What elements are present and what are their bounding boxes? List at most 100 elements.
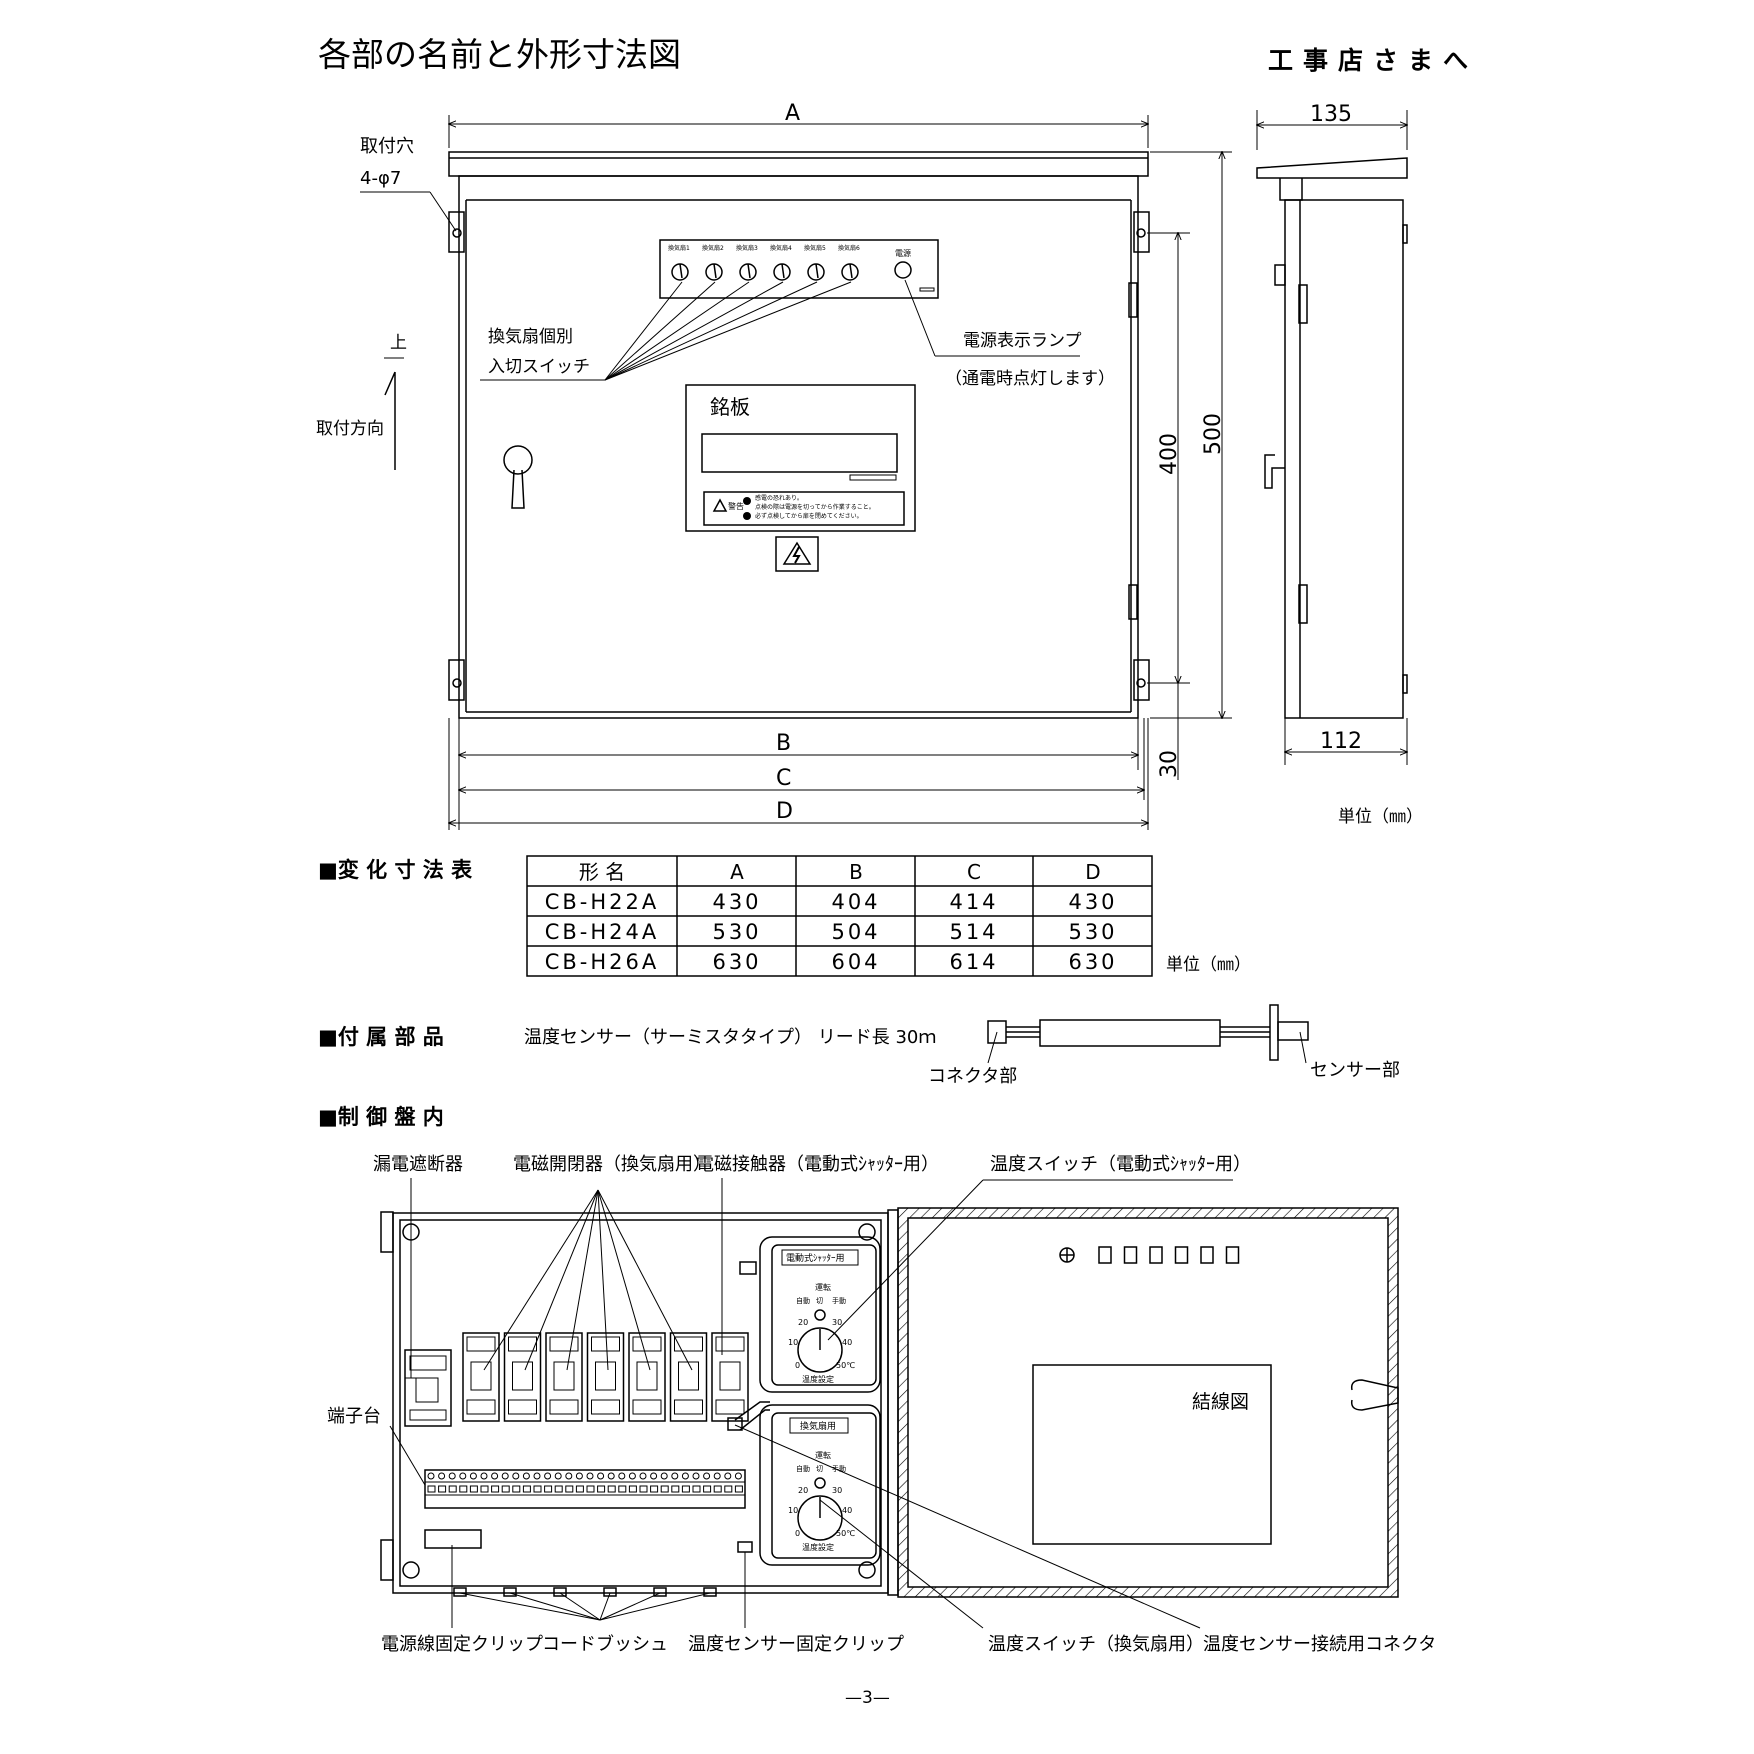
warning-word: 警告 — [728, 501, 744, 511]
fan-contactor — [628, 1332, 666, 1422]
wiring-diagram-label: 結線図 — [1192, 1391, 1249, 1413]
terminal-screw — [597, 1472, 605, 1480]
mount-direction-up: 上 — [390, 333, 407, 353]
table-unit: 単位（㎜） — [1166, 955, 1251, 975]
wiring-diagram-sheet — [1032, 1364, 1272, 1545]
terminal-screw — [565, 1472, 573, 1480]
cord-bush — [553, 1587, 567, 1597]
side-view: 135 112 単位（㎜） — [1257, 102, 1423, 827]
dial-fan-tick-40: 40 — [842, 1506, 852, 1515]
fan-switch-label: 換気扇1 — [668, 244, 690, 252]
temp-dial-fan — [797, 1495, 843, 1541]
terminal-screw — [650, 1472, 658, 1480]
label-temp-switch-shutter: 温度スイッチ（電動式ｼｬｯﾀｰ用） — [990, 1154, 1251, 1175]
fan-toggle-lever — [849, 263, 853, 279]
table-cell: CB-H22A — [545, 890, 660, 914]
label-temp-switch-fan: 温度スイッチ（換気扇用） — [988, 1634, 1204, 1655]
terminal-slot — [427, 1485, 436, 1493]
terminal-slot — [660, 1485, 669, 1493]
terminal-slot — [480, 1485, 489, 1493]
power-lamp-note: （通電時点灯します） — [945, 369, 1115, 389]
switch-panel — [659, 239, 939, 299]
terminal-slot — [448, 1485, 457, 1493]
dial-shutter-tick-30: 30 — [832, 1318, 842, 1327]
warning-label — [703, 491, 905, 526]
terminal-screw — [480, 1472, 488, 1480]
cord-bush — [603, 1587, 617, 1597]
dial-shutter-tick-10: 10 — [788, 1338, 798, 1347]
terminal-screw — [575, 1472, 583, 1480]
sensor-label: センサー部 — [1310, 1060, 1400, 1081]
dim-a-label: A — [785, 101, 800, 126]
door-switch-mark — [1225, 1246, 1240, 1264]
temperature-sensor-drawing — [987, 1004, 1309, 1064]
dial-shutter-title: 電動式ｼｬｯﾀｰ用 — [786, 1252, 845, 1264]
cord-bush — [703, 1587, 717, 1597]
sensor-clip — [737, 1541, 753, 1553]
mount-bracket-bl — [448, 659, 465, 701]
terminal-slot — [703, 1485, 712, 1493]
dial-fan-mode-manual: 手動 — [832, 1464, 846, 1473]
terminal-slot — [639, 1485, 648, 1493]
door-switch-mark — [1174, 1246, 1189, 1264]
terminal-screw — [554, 1472, 562, 1480]
terminal-slot — [512, 1485, 521, 1493]
terminal-slot — [575, 1485, 584, 1493]
terminal-slot — [522, 1485, 531, 1493]
door-switch-mark — [1200, 1246, 1214, 1264]
terminal-screw — [628, 1472, 636, 1480]
door-switch-mark — [1149, 1246, 1163, 1264]
dim-30-label: 30 — [1157, 750, 1182, 778]
table-header-cell: 形 名 — [579, 860, 625, 884]
audience-label: 工事店さまへ — [1268, 46, 1478, 75]
dial-shutter-tick-0: 0 — [795, 1361, 800, 1370]
terminal-screw — [438, 1472, 446, 1480]
dial-fan-tick-50: 50℃ — [836, 1529, 855, 1538]
terminal-screw — [491, 1472, 499, 1480]
terminal-screw — [586, 1472, 594, 1480]
terminal-slot — [469, 1485, 478, 1493]
fan-contactor — [669, 1332, 708, 1422]
nameplate — [685, 384, 916, 532]
table-cell: 630 — [712, 950, 761, 974]
fan-contactor — [586, 1332, 625, 1422]
power-lamp-label: 電源表示ランプ — [963, 331, 1082, 351]
power-small-label: 電源 — [895, 249, 911, 258]
terminal-slot — [491, 1485, 500, 1493]
table-cell: 630 — [1068, 950, 1117, 974]
electric-hazard-icon — [775, 536, 819, 572]
dial-shutter-mode-off: 切 — [816, 1297, 823, 1305]
fan-switch-label: 換気扇2 — [702, 244, 724, 252]
temp-switch-shutter: 電動式ｼｬｯﾀｰ用 運転 自動 切 手動 20 30 10 40 0 50℃ 温… — [759, 1236, 881, 1393]
table-cell: 604 — [831, 950, 880, 974]
label-cord-bush: コードブッシュ — [542, 1633, 668, 1655]
table-cell: CB-H24A — [545, 920, 660, 944]
fan-switch-label: 換気扇5 — [804, 244, 826, 252]
table-header-cell: A — [730, 860, 744, 884]
terminal-screw — [544, 1472, 552, 1480]
cord-bush — [653, 1587, 667, 1597]
shutter-contactor — [711, 1332, 749, 1422]
terminal-slot — [501, 1485, 510, 1493]
terminal-screw — [501, 1472, 509, 1480]
terminal-block — [424, 1469, 746, 1509]
fan-toggle-lever — [713, 263, 717, 279]
table-cell: 414 — [949, 890, 998, 914]
table-cell: 530 — [712, 920, 761, 944]
door-latch — [1350, 1379, 1399, 1411]
label-terminal-block: 端子台 — [327, 1406, 381, 1427]
warning-line-1: 感電の恐れあり。 — [755, 494, 803, 502]
table-cell: CB-H26A — [545, 950, 660, 974]
terminal-slot — [554, 1485, 563, 1493]
dim-d-label: D — [776, 799, 793, 824]
table-header-cell: C — [967, 860, 981, 884]
table-header-cell: D — [1085, 860, 1100, 884]
terminal-screw — [671, 1472, 679, 1480]
dimension-table-title: ■変 化 寸 法 表 — [318, 858, 473, 882]
table-cell: 430 — [712, 890, 761, 914]
terminal-slot — [692, 1485, 701, 1493]
terminal-slot — [597, 1485, 606, 1493]
label-sensor-clip: 温度センサー固定クリップ — [688, 1634, 904, 1655]
control-panel-title: ■制 御 盤 内 — [318, 1105, 444, 1129]
label-breaker: 漏電遮断器 — [373, 1154, 463, 1175]
